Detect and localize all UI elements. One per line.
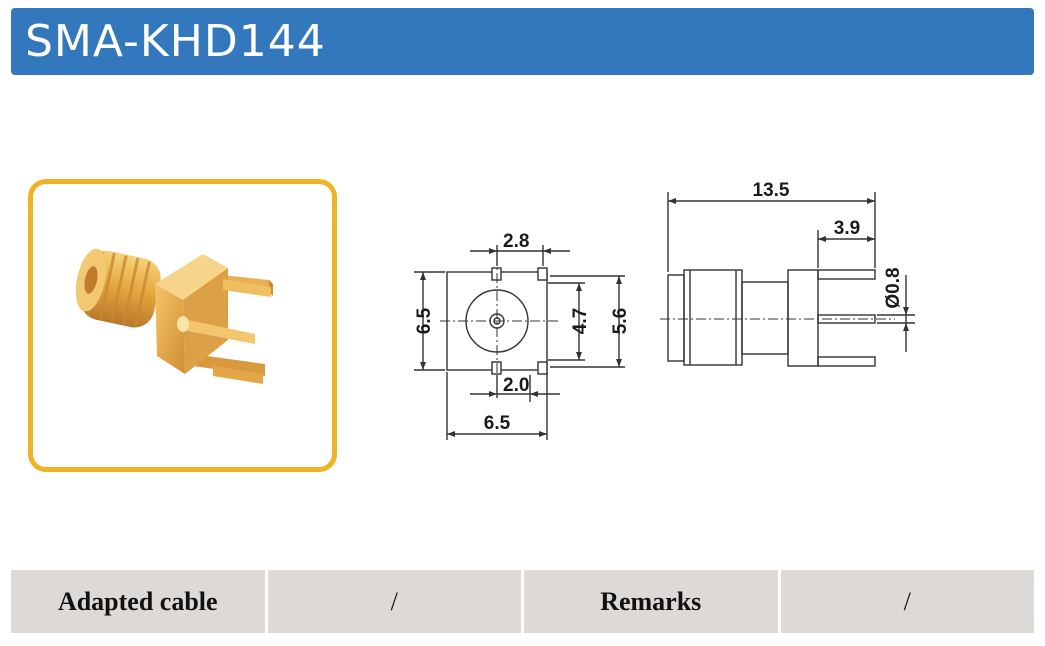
dim-pin-length: 3.9 xyxy=(834,218,860,239)
dim-front-height: 6.5 xyxy=(414,307,435,334)
dim-top-pin-gap: 2.8 xyxy=(503,231,529,252)
remarks-value: / xyxy=(903,586,911,616)
dim-pin-diameter: Ø0.8 xyxy=(883,267,904,308)
title-bar: SMA-KHD144 xyxy=(11,8,1034,75)
adapted-cable-value: / xyxy=(268,570,524,633)
adapted-cable-label: Adapted cable xyxy=(11,570,268,633)
dim-inner-height: 4.7 xyxy=(570,308,591,334)
dim-length: 13.5 xyxy=(753,180,790,201)
dim-bottom-pin-gap: 2.0 xyxy=(503,375,529,396)
dim-front-width: 6.5 xyxy=(484,413,511,434)
page-title: SMA-KHD144 xyxy=(25,16,326,67)
connector-photo xyxy=(75,248,273,384)
remarks-label: Remarks xyxy=(524,570,781,633)
product-photo-frame xyxy=(28,179,337,472)
side-view-nut xyxy=(667,274,685,362)
spec-table: Adapted cable / Remarks / xyxy=(11,570,1034,633)
dim-pin-span: 5.6 xyxy=(610,308,631,334)
